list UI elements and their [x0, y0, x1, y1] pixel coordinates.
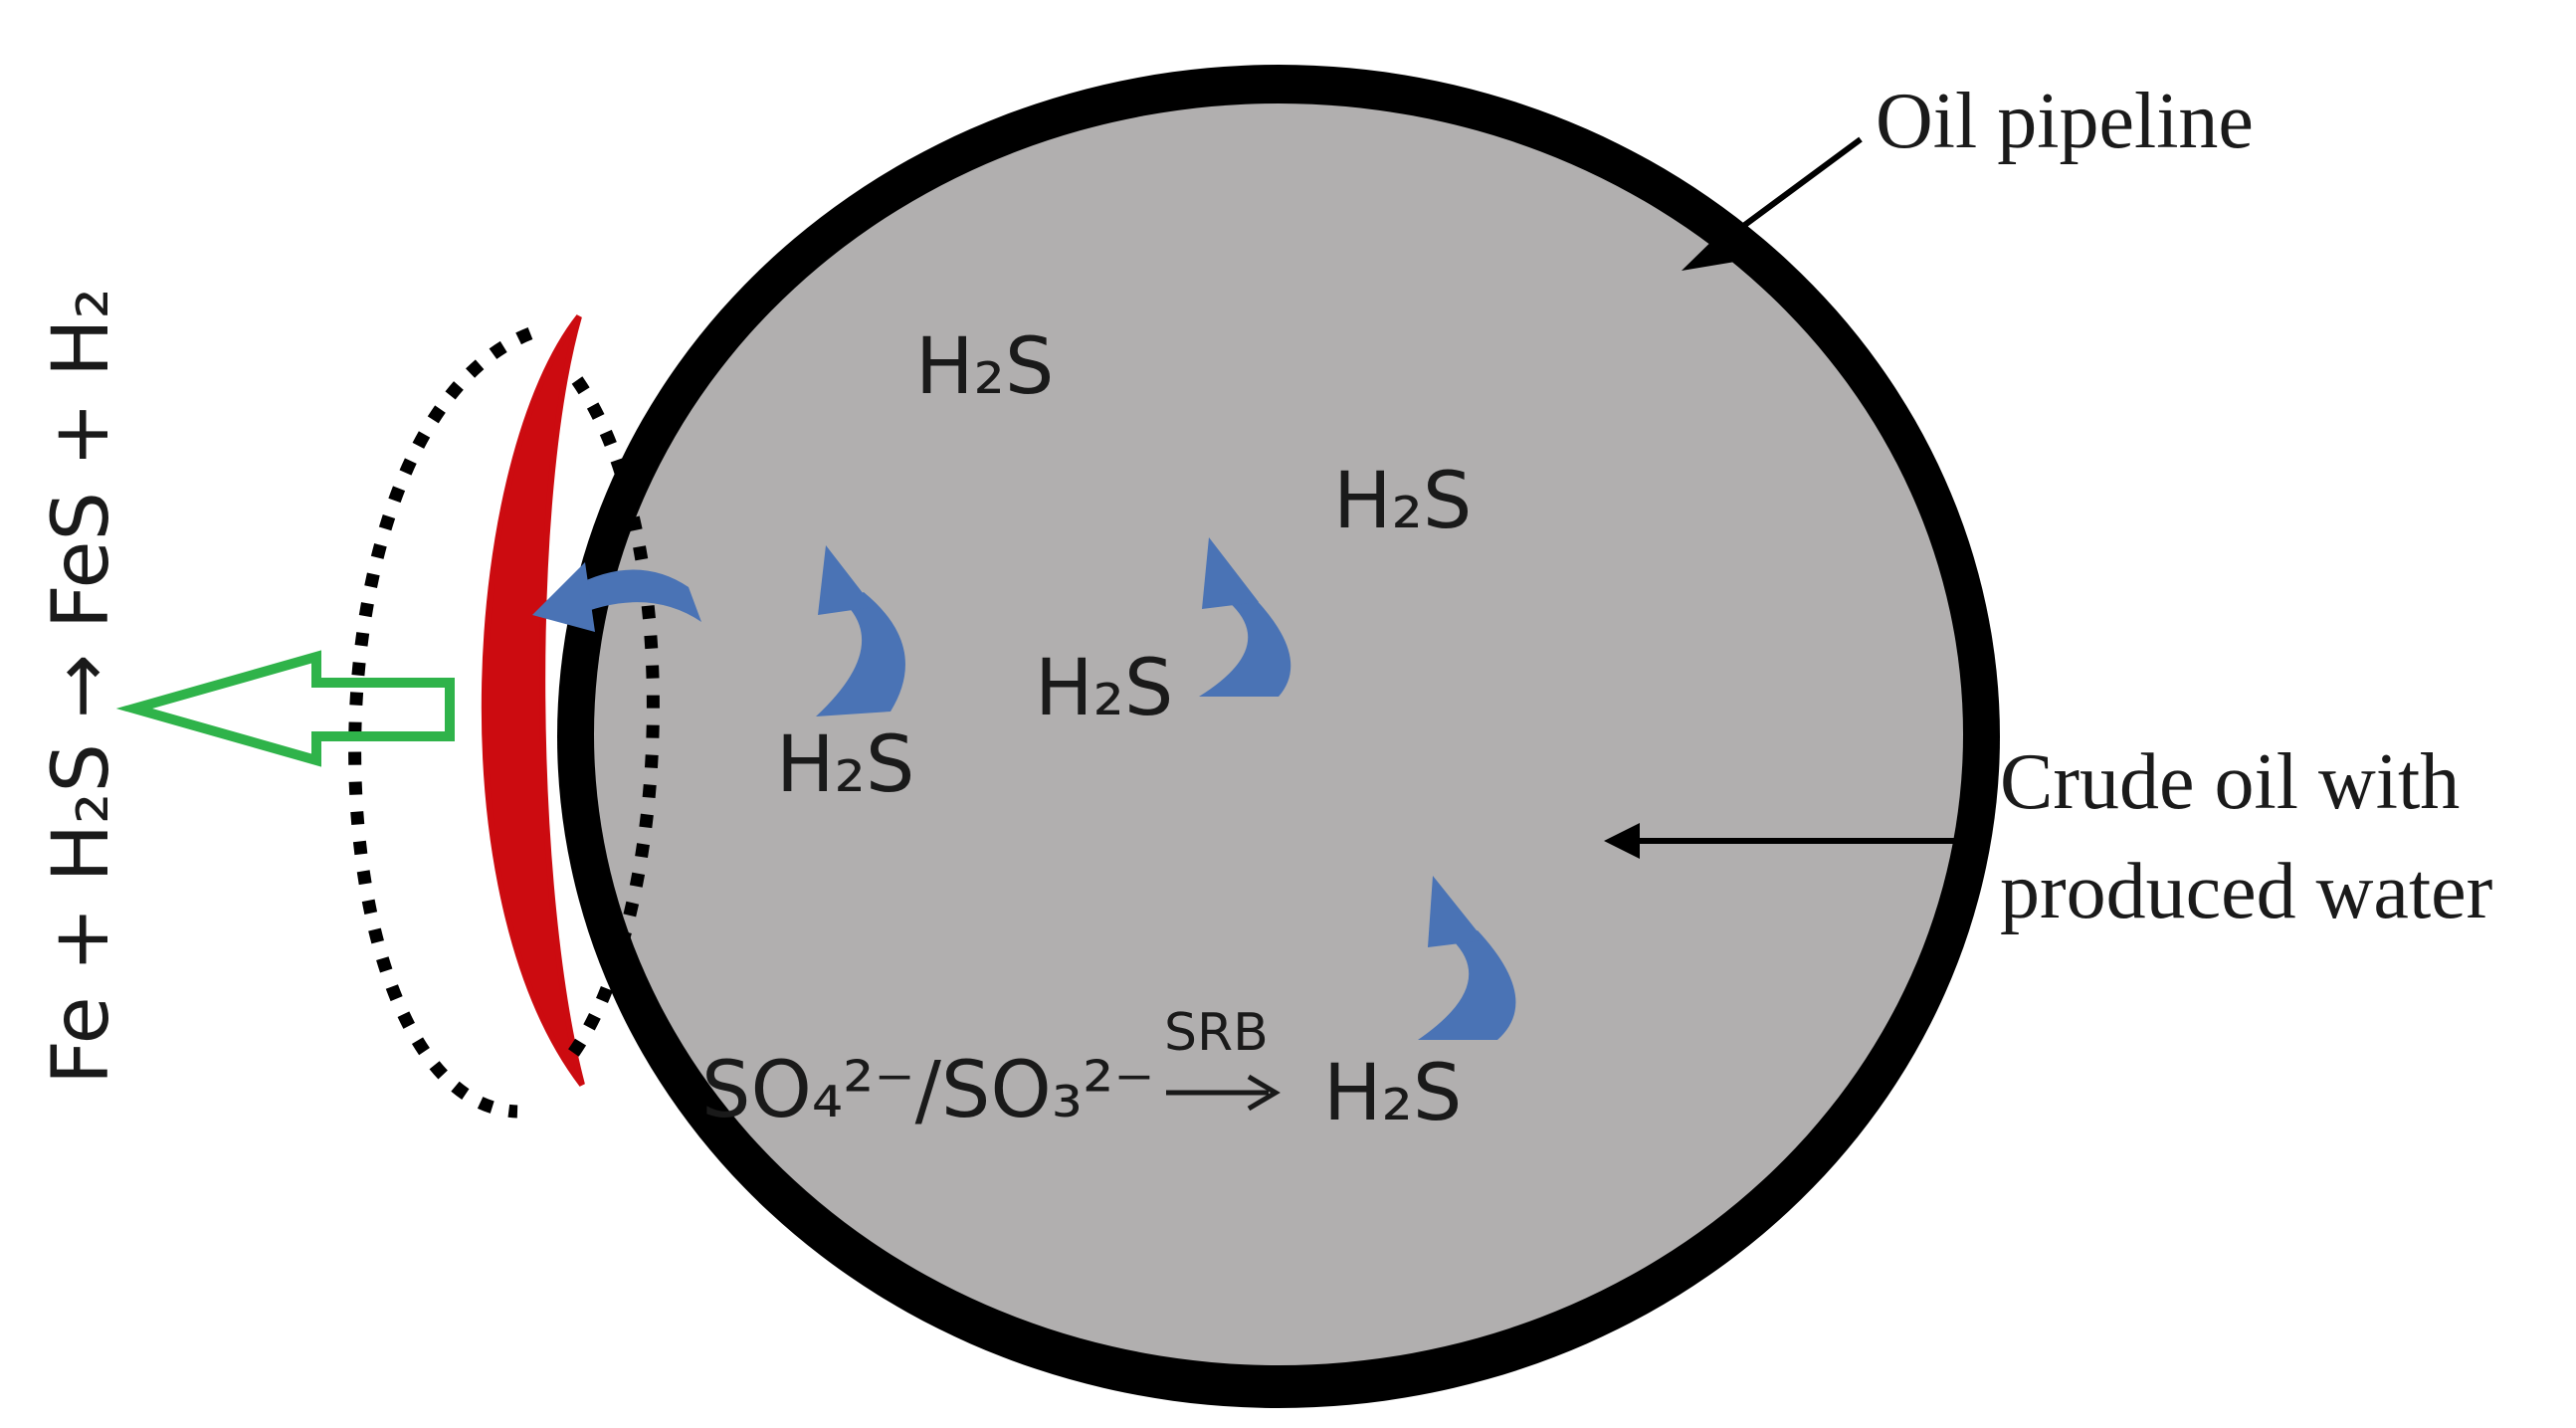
- oil-pipeline-callout: Oil pipeline: [1682, 78, 2254, 271]
- h2s-label: H₂S: [1333, 457, 1472, 546]
- flow-arrow-icon: [532, 562, 701, 632]
- flow-arrow-icon: [1199, 537, 1291, 697]
- oil-pipeline-label: Oil pipeline: [1876, 78, 2254, 165]
- corrosion-layer: [481, 314, 585, 1087]
- reaction-arrow-head: [1247, 1074, 1281, 1112]
- h2s-label: H₂S: [1035, 644, 1173, 733]
- crude-oil-area: [594, 103, 1963, 1365]
- flow-arrow-icon: [816, 545, 905, 716]
- corrosion-reaction-equation: Fe + H₂S → FeS + H₂: [37, 288, 126, 1085]
- sulfate-sulfite-label: SO₄²⁻/SO₃²⁻: [701, 1046, 1155, 1135]
- crude-oil-label-line1: Crude oil with: [2000, 738, 2460, 826]
- crude-oil-callout: Crude oil with produced water: [1604, 738, 2492, 935]
- h2s-product-label: H₂S: [1323, 1049, 1462, 1138]
- corrosion-highlight-outline: [348, 326, 533, 1119]
- crude-oil-label-line2: produced water: [2000, 848, 2492, 935]
- sulfate-reduction-reaction: SO₄²⁻/SO₃²⁻ SRB H₂S: [701, 1003, 1462, 1138]
- release-arrow-icon: [115, 650, 455, 767]
- flow-arrow-icon: [1418, 876, 1516, 1040]
- h2s-label: H₂S: [915, 322, 1054, 412]
- pipeline-cross-section: [557, 65, 2000, 1408]
- h2s-label: H₂S: [776, 720, 914, 810]
- srb-catalyst-label: SRB: [1164, 1003, 1269, 1063]
